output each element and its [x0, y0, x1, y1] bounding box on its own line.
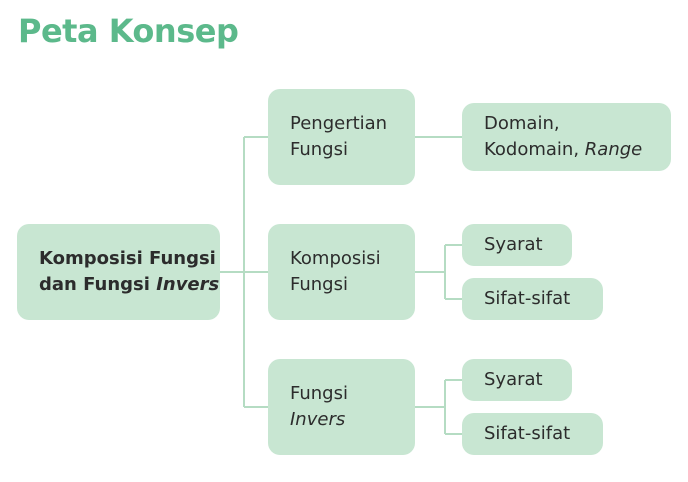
leaf-invers-syarat-label: Syarat	[484, 369, 543, 390]
leaf-invers-sifat-sifat: Sifat-sifat	[462, 413, 603, 455]
branch-komposisi-fungsi: Komposisi Fungsi	[268, 224, 415, 320]
root-line2-prefix: dan Fungsi	[39, 274, 157, 295]
leaf-komposisi-sifat-label: Sifat-sifat	[484, 288, 571, 309]
leaf-domain-line2: Kodomain, Range	[484, 137, 671, 163]
root-line2: dan Fungsi Invers	[39, 272, 220, 298]
leaf-komposisi-sifat-sifat: Sifat-sifat	[462, 278, 603, 320]
leaf-domain-line2-prefix: Kodomain,	[484, 139, 585, 160]
root-node: Komposisi Fungsi dan Fungsi Invers	[17, 224, 220, 320]
branch-komposisi-line1: Komposisi	[290, 248, 381, 269]
page-title: Peta Konsep	[18, 12, 239, 50]
leaf-komposisi-syarat: Syarat	[462, 224, 572, 266]
branch-pengertian-fungsi: Pengertian Fungsi	[268, 89, 415, 185]
leaf-invers-sifat-label: Sifat-sifat	[484, 423, 571, 444]
leaf-komposisi-syarat-label: Syarat	[484, 234, 543, 255]
branch-invers-line2: Invers	[290, 409, 346, 430]
leaf-invers-syarat: Syarat	[462, 359, 572, 401]
branch-pengertian-line1: Pengertian	[290, 113, 388, 134]
root-line1: Komposisi Fungsi	[39, 248, 216, 269]
leaf-domain-kodomain-range: Domain, Kodomain, Range	[462, 103, 671, 171]
leaf-domain-line1: Domain,	[484, 113, 560, 134]
branch-invers-line1: Fungsi	[290, 383, 348, 404]
branch-pengertian-line2: Fungsi	[290, 139, 348, 160]
root-line2-italic: Invers	[156, 274, 220, 295]
leaf-domain-line2-italic: Range	[584, 139, 643, 160]
branch-fungsi-invers: Fungsi Invers	[268, 359, 415, 455]
branch-komposisi-line2: Fungsi	[290, 274, 348, 295]
